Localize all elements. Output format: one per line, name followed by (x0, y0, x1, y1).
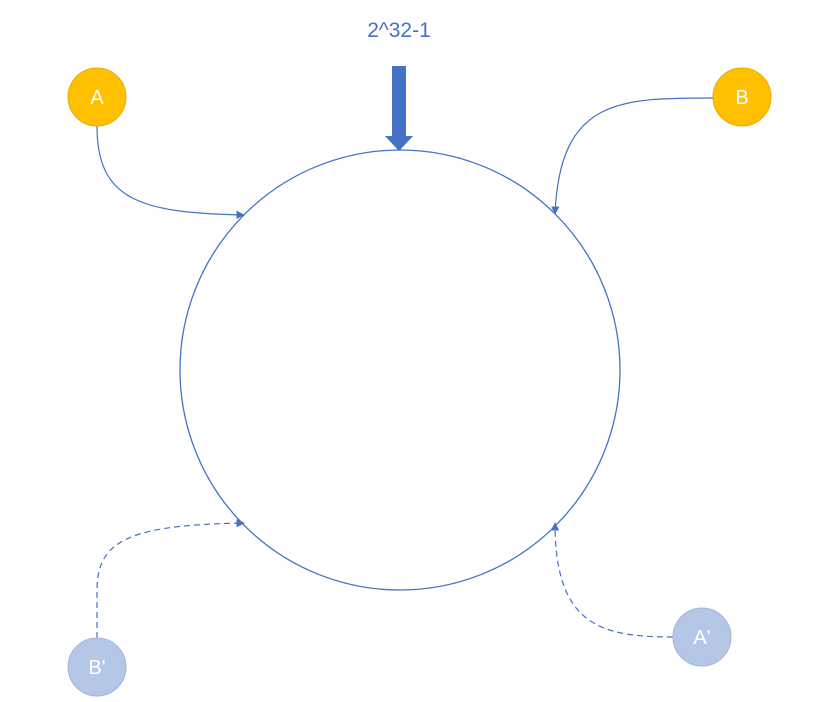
connector-b (551, 97, 714, 215)
connector-a-prime (550, 522, 674, 638)
node-b: B (712, 67, 772, 127)
hash-ring (179, 149, 621, 591)
node-a-prime: A' (672, 607, 732, 667)
node-a: A (67, 67, 127, 127)
node-a-prime-label: A' (693, 627, 710, 649)
node-b-prime: B' (67, 637, 127, 697)
node-a-label: A (90, 87, 104, 109)
connector-a (96, 125, 245, 220)
connector-b-prime (96, 518, 245, 638)
node-b-label: B (735, 87, 748, 109)
node-b-prime-label: B' (88, 657, 105, 679)
ring-top-arrow (385, 66, 413, 151)
ring-top-label: 2^32-1 (367, 19, 431, 42)
